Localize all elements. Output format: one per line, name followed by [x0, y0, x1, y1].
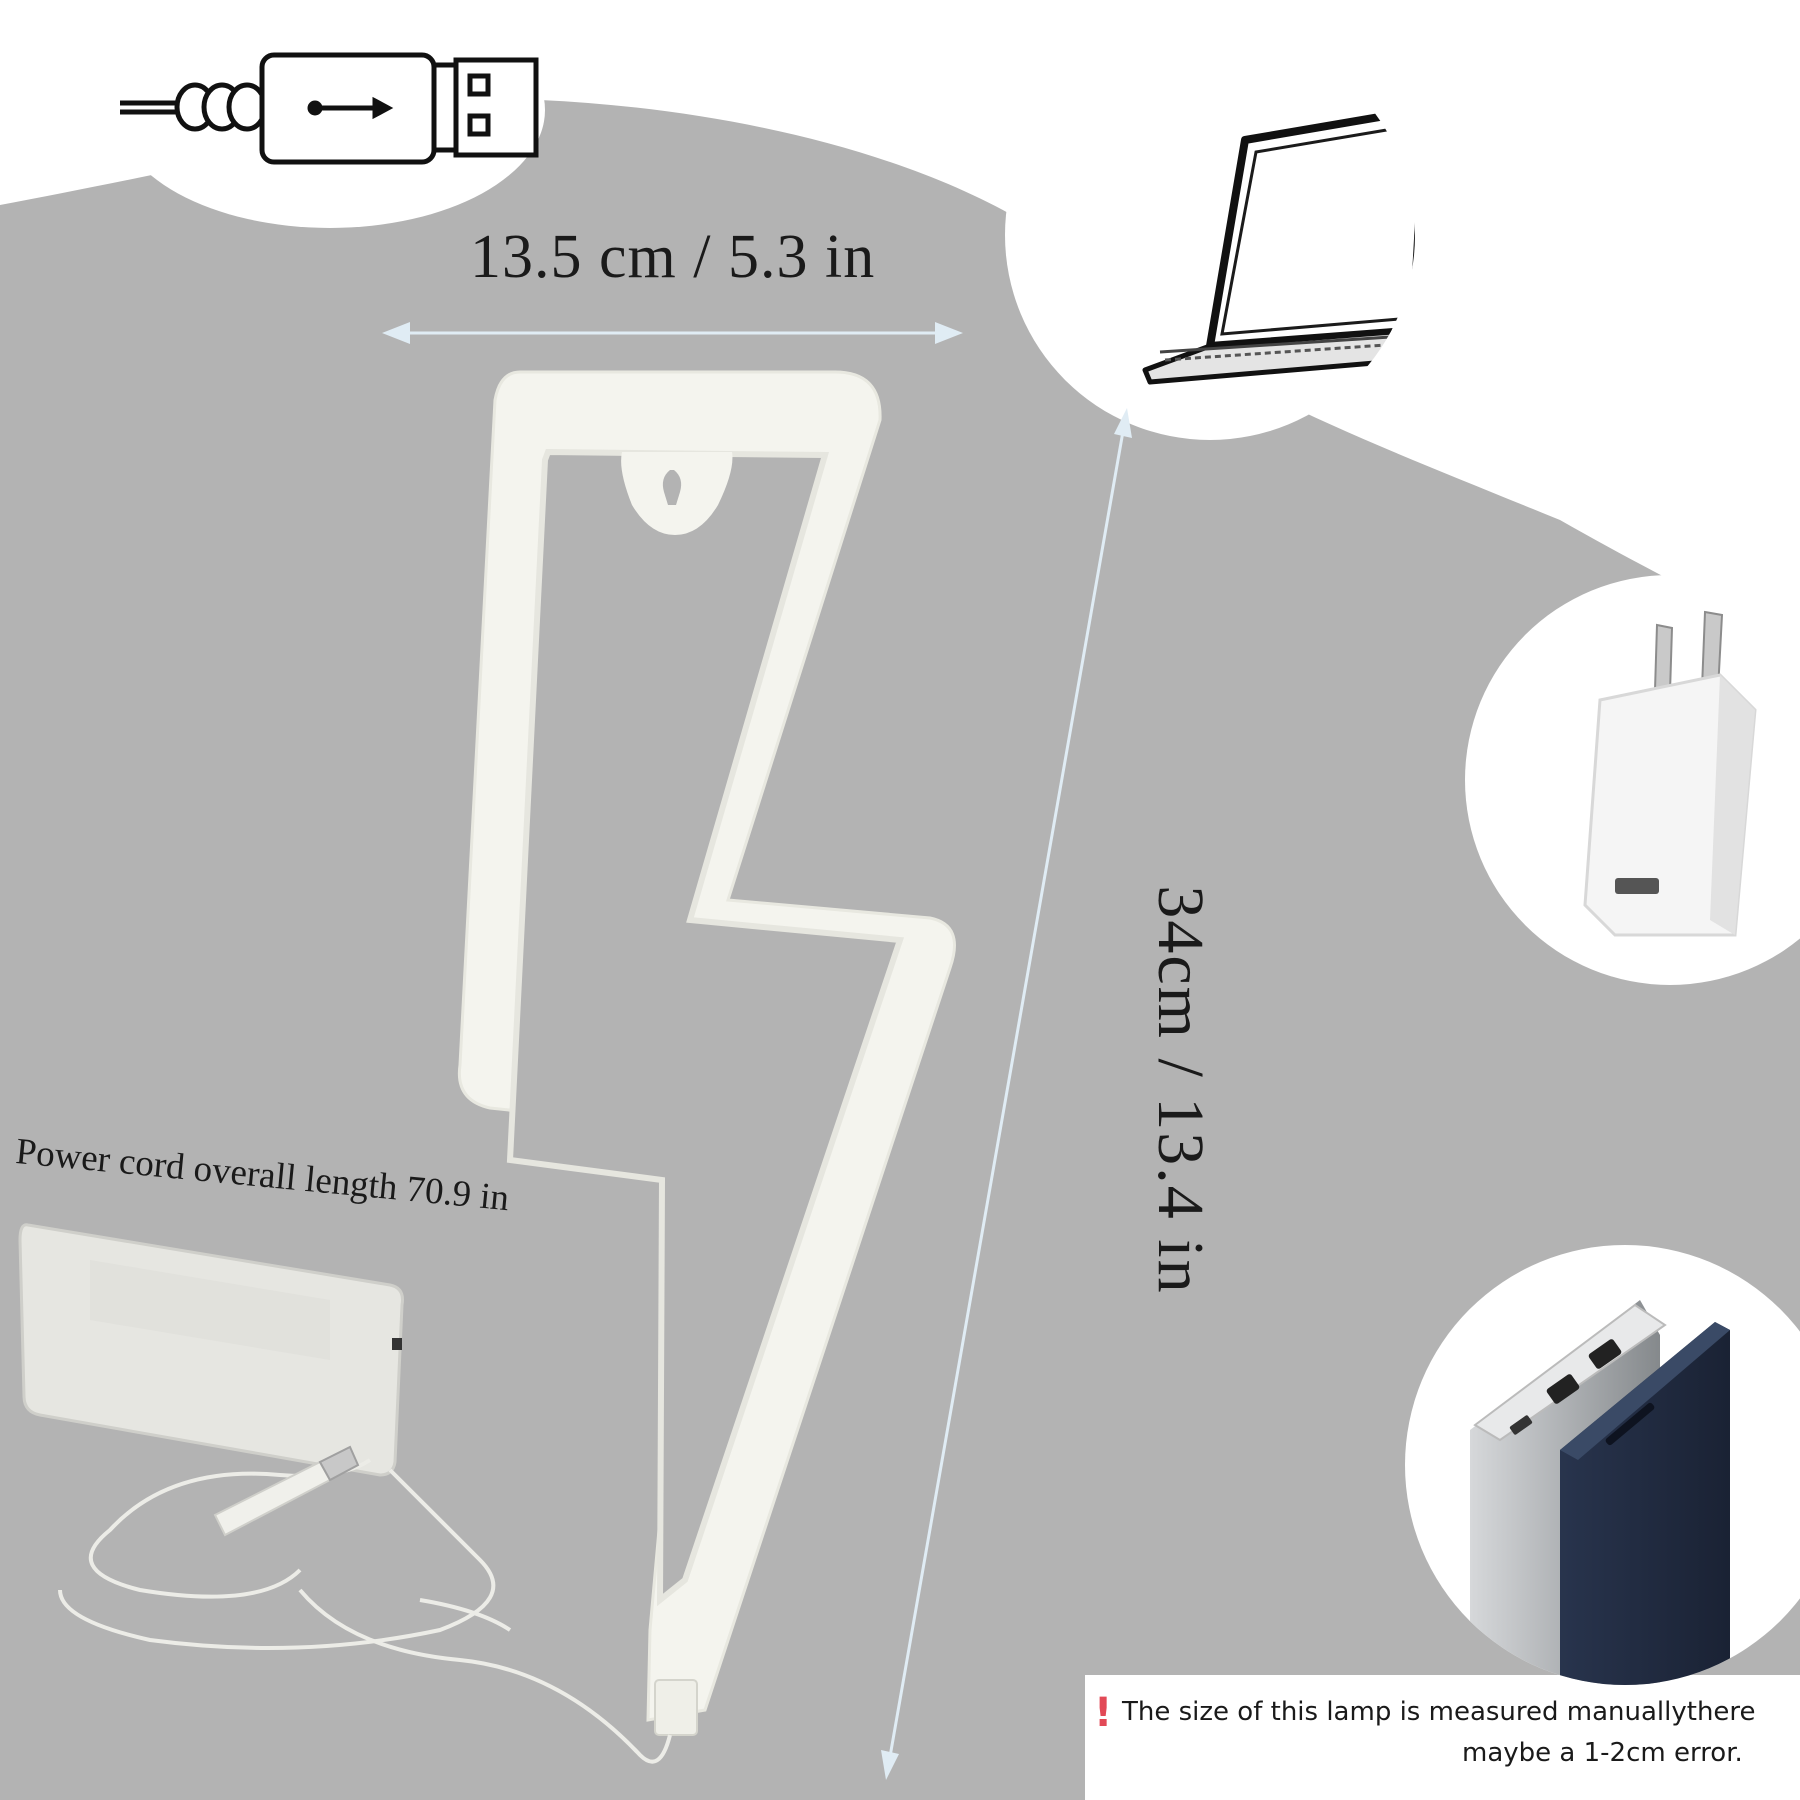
wall-adapter-icon	[1583, 610, 1757, 937]
width-dimension-label: 13.5 cm / 5.3 in	[470, 223, 876, 291]
battery-box	[18, 1223, 404, 1477]
measurement-note-line2: maybe a 1-2cm error.	[1462, 1738, 1743, 1768]
laptop-icon	[1142, 104, 1415, 385]
usb-connector	[213, 1445, 360, 1537]
note-background	[1085, 1675, 1800, 1800]
usb-plug-icon	[120, 52, 539, 165]
width-arrow	[382, 322, 963, 344]
power-bank-icon	[1470, 1300, 1730, 1685]
exclamation-icon: !	[1094, 1690, 1113, 1736]
height-arrow	[881, 408, 1132, 1780]
height-dimension-label: 34cm / 13.4 in	[1144, 885, 1217, 1295]
measurement-note-line1: The size of this lamp is measured manual…	[1122, 1697, 1756, 1727]
lightning-bolt-lamp	[457, 370, 956, 1736]
